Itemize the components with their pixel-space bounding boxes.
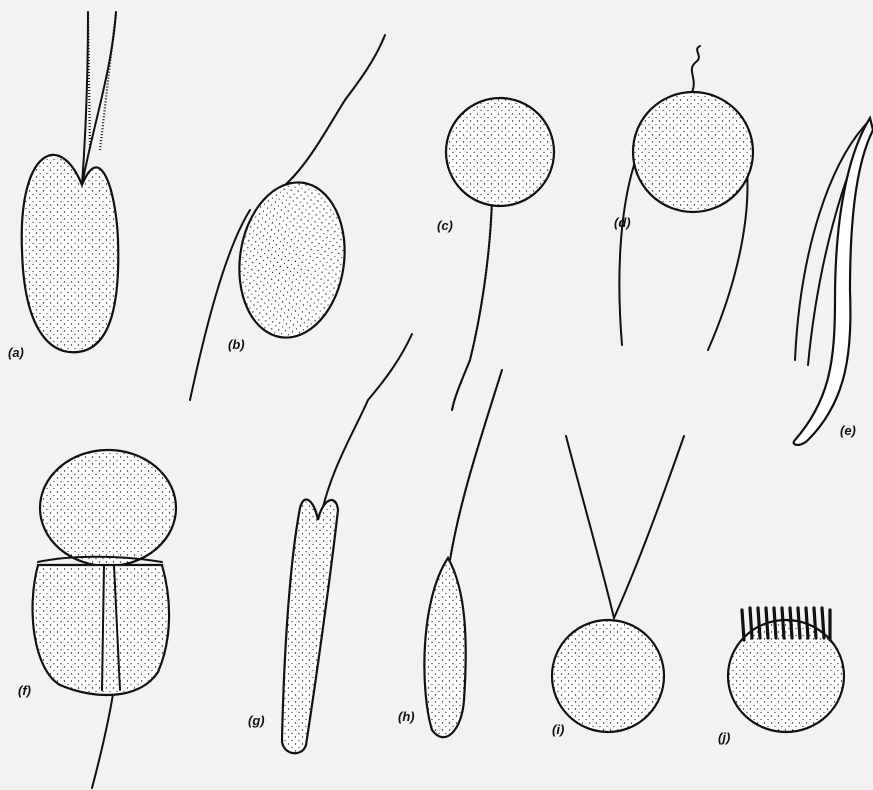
cell-b: [190, 35, 385, 400]
panel-label-i: (i): [552, 722, 564, 737]
cell-d: [619, 46, 753, 350]
panel-label-b: (b): [228, 337, 245, 352]
cell-g: [282, 334, 412, 753]
cell-j: [728, 608, 844, 732]
panel-label-a: (a): [8, 345, 24, 360]
cell-i: [552, 436, 684, 732]
cell-c: [446, 98, 554, 410]
cell-h: [424, 370, 502, 737]
cell-f: [33, 450, 176, 788]
panel-label-e: (e): [840, 423, 856, 438]
cell-a: [22, 12, 119, 352]
panel-label-f: (f): [18, 683, 31, 698]
panel-label-h: (h): [398, 709, 415, 724]
panel-label-d: (d): [614, 215, 631, 230]
cell-e: [794, 118, 873, 445]
panel-label-g: (g): [248, 713, 265, 728]
panel-label-j: (j): [718, 730, 730, 745]
panel-label-c: (c): [437, 218, 453, 233]
